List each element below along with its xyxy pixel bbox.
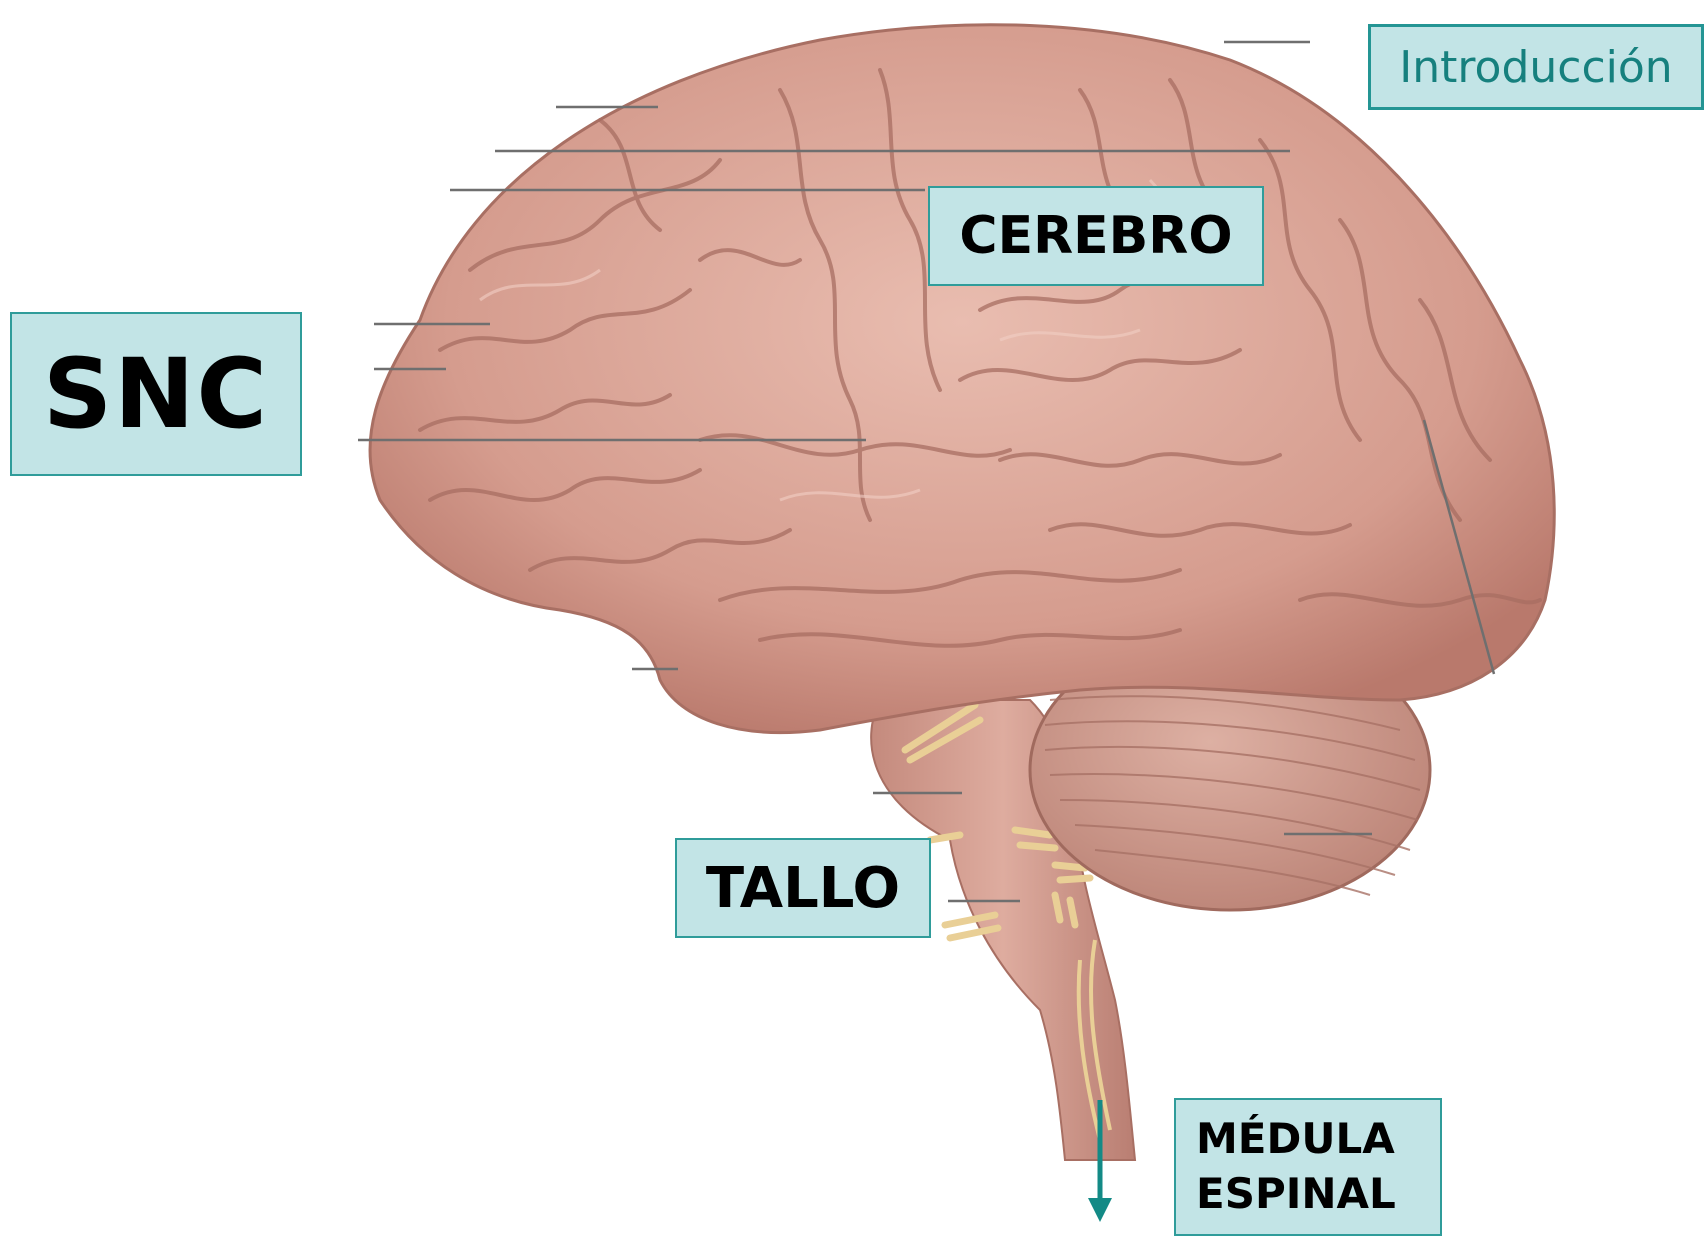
medula-text-line2: ESPINAL [1196, 1167, 1396, 1222]
intro-label[interactable]: Introducción [1368, 24, 1704, 110]
tallo-label: TALLO [675, 838, 931, 938]
medula-espinal-label: MÉDULA ESPINAL [1174, 1098, 1442, 1236]
cerebro-label: CEREBRO [928, 186, 1264, 286]
snc-label: SNC [10, 312, 302, 476]
tallo-text: TALLO [706, 856, 900, 921]
snc-text: SNC [43, 338, 269, 450]
cerebro-text: CEREBRO [959, 206, 1232, 266]
cerebrum [370, 25, 1554, 733]
medula-text-line1: MÉDULA [1196, 1112, 1395, 1167]
intro-text: Introducción [1399, 42, 1672, 93]
